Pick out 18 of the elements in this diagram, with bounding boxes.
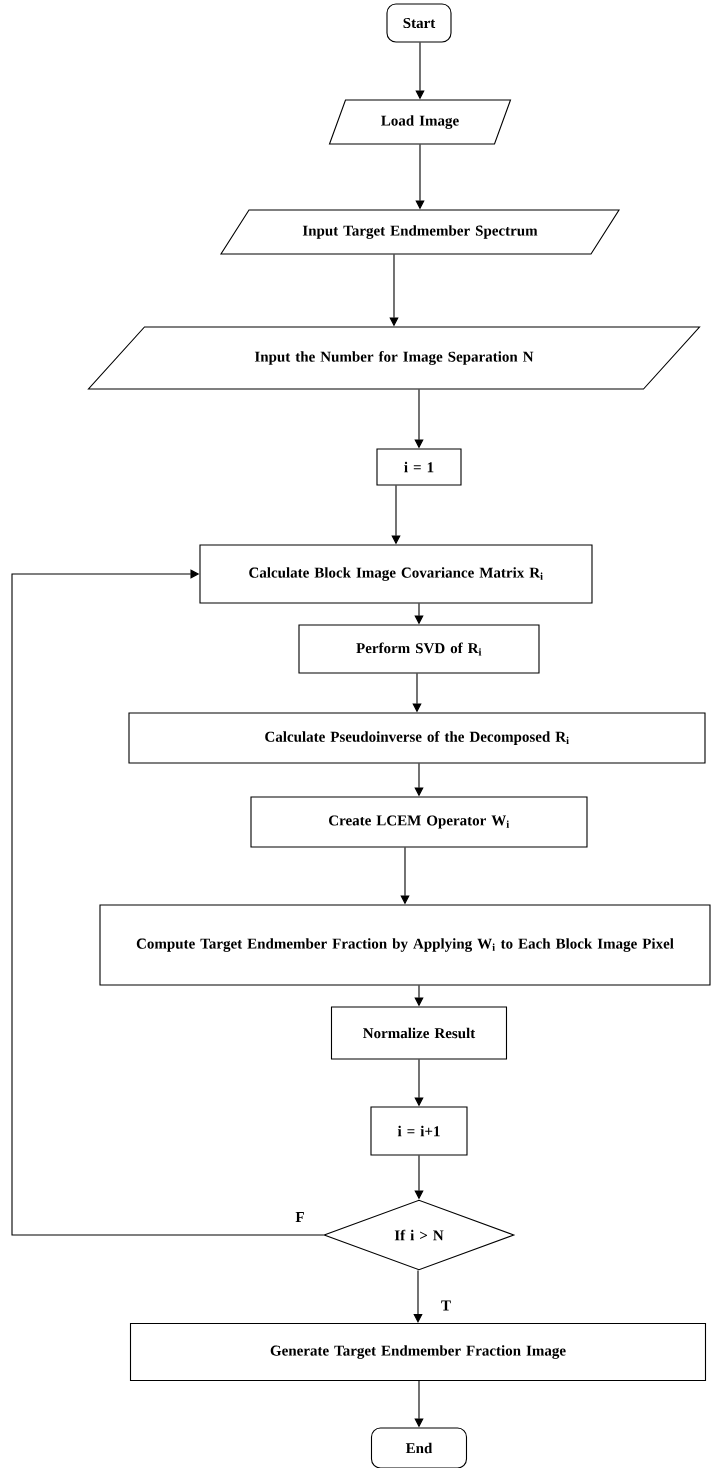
arrow [11, 569, 324, 1236]
arrow [413, 1270, 423, 1323]
edge-label: F [294, 1211, 306, 1223]
process-box: Generate Target Endmember Fraction Image [129, 1322, 707, 1382]
process-box: Normalize Result [330, 1006, 508, 1060]
input-parallelogram: Load Image [328, 99, 512, 145]
input-parallelogram: Input Target Endmember Spectrum [220, 209, 620, 255]
process-box: i = 1 [376, 448, 462, 486]
process-box: Create LCEM Operator W$_{i}$ [250, 796, 588, 848]
start-terminal: Start [386, 3, 452, 43]
process-box: i = i+1 [370, 1106, 468, 1156]
edge-label: T [440, 1299, 452, 1312]
process-box: Compute Target Endmember Fraction by Applying W$_{i}$ to Each Block Image Pixel [99, 904, 711, 986]
process-box: Calculate Block Image Covariance Matrix R$_{i}$ [199, 544, 593, 604]
input-parallelogram: Input the Number for Image Separation N [87, 326, 701, 390]
process-box: Perform SVD of R$_{i}$ [298, 624, 540, 674]
process-box: Calculate Pseudoinverse of the Decomposed R$_{i}$ [128, 712, 706, 764]
end-terminal: End [370, 1427, 468, 1468]
